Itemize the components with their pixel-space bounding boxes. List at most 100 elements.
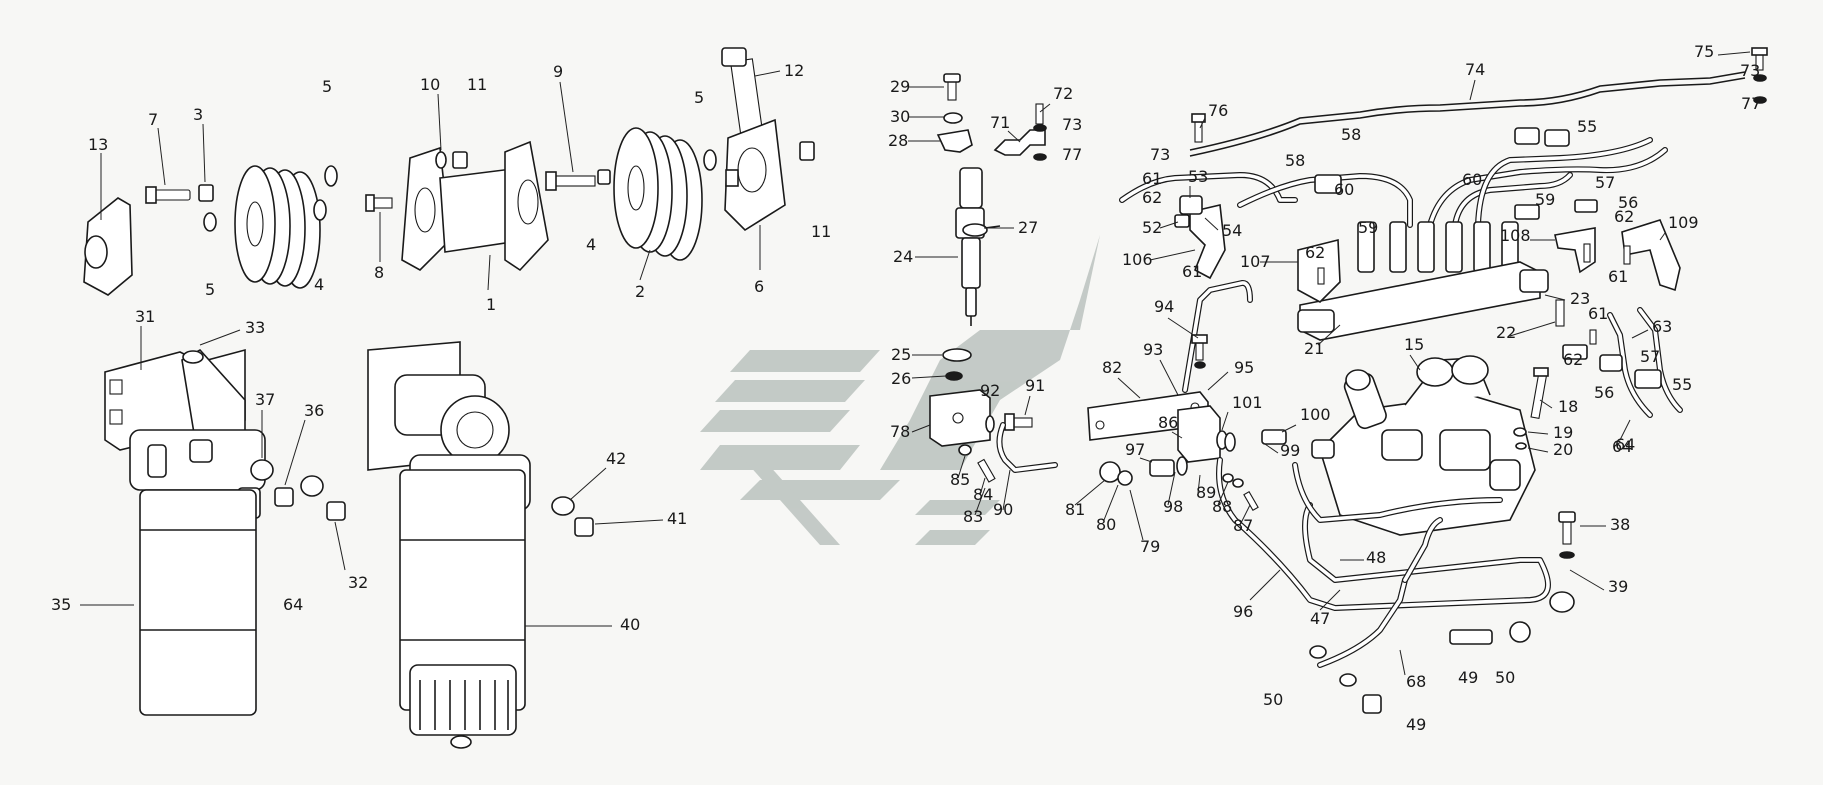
callout-label-19: 19: [1553, 423, 1573, 442]
callout-label-12: 12: [784, 61, 804, 80]
callout-label-42: 42: [606, 449, 626, 468]
callout-label-61: 61: [1142, 169, 1162, 188]
callout-label-5: 5: [322, 77, 332, 96]
callout-label-31: 31: [135, 307, 155, 326]
callout-label-79: 79: [1140, 537, 1160, 556]
callout-label-50: 50: [1495, 668, 1515, 687]
callout-label-53: 53: [1188, 167, 1208, 186]
nut-4b: [597, 169, 611, 185]
leader-line-12: [754, 70, 781, 77]
bolt-91: [1011, 417, 1033, 428]
callout-label-5: 5: [205, 280, 215, 299]
callout-label-93: 93: [1143, 340, 1163, 359]
callout-label-61: 61: [1608, 267, 1628, 286]
callout-label-64: 64: [1615, 435, 1635, 454]
callout-label-59: 59: [1358, 218, 1378, 237]
leader-line-87: [1239, 504, 1251, 526]
leader-line-82: [1117, 377, 1141, 399]
washer-85: [958, 444, 972, 456]
callout-label-96: 96: [1233, 602, 1253, 621]
callout-label-62: 62: [1614, 207, 1634, 226]
leader-line-93: [1159, 359, 1179, 396]
leader-line-95: [1207, 371, 1229, 391]
callout-label-87: 87: [1233, 516, 1253, 535]
callout-label-94: 94: [1154, 297, 1174, 316]
callout-label-73: 73: [1150, 145, 1170, 164]
callout-label-58: 58: [1341, 125, 1361, 144]
leader-line-42: [569, 467, 607, 501]
leader-line-33: [199, 329, 241, 346]
bolt-22: [1555, 299, 1565, 327]
leader-line-68: [1399, 649, 1406, 676]
bolt-41: [574, 517, 594, 537]
seal-26: [945, 371, 963, 381]
leader-line-78: [911, 424, 931, 433]
callout-label-108: 108: [1500, 226, 1531, 245]
filter-fittings: [250, 459, 594, 537]
leader-line-83: [974, 487, 986, 516]
callout-label-33: 33: [245, 318, 265, 337]
callout-label-10: 10: [420, 75, 440, 94]
clamp-28: [936, 129, 973, 153]
leader-lines: [80, 51, 1751, 676]
fitting-71: [993, 129, 1046, 156]
callout-label-97: 97: [1125, 440, 1145, 459]
leader-line-22: [1509, 321, 1556, 337]
bracket-13-hole: [84, 235, 108, 269]
callout-label-63: 63: [1652, 317, 1672, 336]
leader-line-10: [437, 93, 442, 151]
leader-line-15: [1409, 354, 1421, 371]
washer-5a: [203, 212, 217, 232]
callout-label-49: 49: [1406, 715, 1426, 734]
bracket-13: [83, 197, 133, 296]
leader-line-39: [1569, 569, 1605, 591]
shim-stack-right-2: [613, 127, 703, 261]
callout-label-36: 36: [304, 401, 324, 420]
leader-line-79: [1129, 489, 1144, 541]
callout-label-50: 50: [1263, 690, 1283, 709]
callout-label-81: 81: [1065, 500, 1085, 519]
leader-line-85: [957, 455, 966, 479]
callout-label-13: 13: [88, 135, 108, 154]
callout-label-55: 55: [1577, 117, 1597, 136]
callout-label-68: 68: [1406, 672, 1426, 691]
leader-line-23: [1544, 294, 1566, 301]
leader-line-109: [1659, 232, 1666, 241]
callout-label-30: 30: [890, 107, 910, 126]
fuel-filter-35: [104, 348, 266, 716]
leader-line-1: [487, 254, 491, 291]
callout-label-27: 27: [1018, 218, 1038, 237]
leader-line-80: [1103, 484, 1119, 521]
leader-line-63: [1631, 329, 1649, 339]
callout-label-5: 5: [694, 88, 704, 107]
bolt-7-head: [145, 186, 157, 204]
callout-label-74: 74: [1465, 60, 1485, 79]
leader-line-89: [1197, 474, 1201, 494]
callout-label-60: 60: [1462, 170, 1482, 189]
leader-line-47: [1319, 589, 1341, 611]
callout-label-64: 64: [1612, 437, 1632, 456]
return-pipes: [1087, 199, 1631, 714]
callout-label-73: 73: [1062, 115, 1082, 134]
leader-line-52: [1159, 221, 1179, 229]
callout-label-2: 2: [635, 282, 645, 301]
nut-11b: [799, 141, 815, 161]
washer-42: [551, 496, 575, 516]
callout-label-22: 22: [1496, 323, 1516, 342]
callout-label-9: 9: [553, 62, 563, 81]
fuel-filter-40: [367, 341, 531, 749]
nut-11a: [452, 151, 468, 169]
callout-label-32: 32: [348, 573, 368, 592]
leader-line-88: [1217, 481, 1229, 506]
callout-label-15: 15: [1404, 335, 1424, 354]
callout-label-98: 98: [1163, 497, 1183, 516]
leader-line-97: [1139, 457, 1153, 463]
callout-label-109: 109: [1668, 213, 1699, 232]
callout-label-35: 35: [51, 595, 71, 614]
callout-label-26: 26: [891, 369, 911, 388]
callout-label-28: 28: [888, 131, 908, 150]
leader-line-54: [1204, 217, 1219, 231]
callout-label-59: 59: [1535, 190, 1555, 209]
